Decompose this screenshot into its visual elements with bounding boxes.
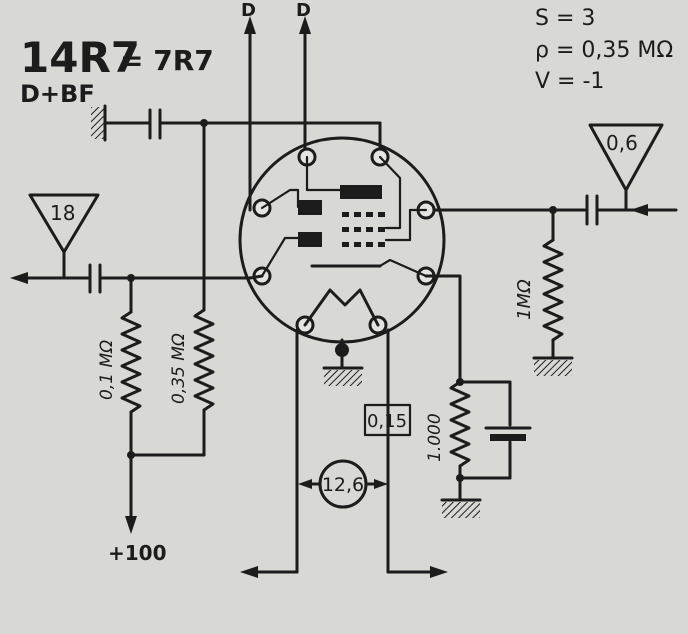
diode-output-2: D (296, 0, 311, 157)
r-0-35m-label: 0,35 MΩ (169, 333, 189, 404)
heater-leads (240, 328, 448, 578)
diode-label-2: D (296, 0, 311, 21)
tube-function: D+BF (20, 80, 95, 108)
cathode-network: 1.000 (424, 274, 532, 518)
resistor-0-35m: 0,35 MΩ (169, 308, 215, 457)
spec-rho: ρ = 0,35 MΩ (535, 38, 673, 63)
tube-envelope (238, 136, 446, 357)
heater-voltage-label: 12,6 (322, 474, 364, 496)
top-left-ground (91, 104, 382, 152)
spec-v: V = -1 (535, 69, 604, 94)
diode-output-1: D (241, 0, 256, 212)
heater-voltage-badge: 12,6 (318, 459, 368, 509)
tube-ground (322, 353, 364, 386)
r-0-1m-label: 0,1 MΩ (97, 340, 117, 400)
r-cathode-label: 1.000 (425, 413, 445, 462)
heater-current-badge: 0,15 (363, 403, 412, 437)
r-1m-label: 1MΩ (514, 279, 535, 320)
input-gain-label: 18 (50, 201, 75, 225)
output-section: 0,6 1MΩ (432, 123, 678, 376)
resistor-0-1m: 0,1 MΩ (97, 310, 142, 457)
tube-equivalent: = 7R7 (120, 44, 214, 77)
tube-type-title: 14R7 (20, 33, 140, 82)
output-gain-label: 0,6 (606, 131, 638, 155)
supply-label: +100 (108, 541, 167, 565)
heater-current-label: 0,15 (367, 411, 407, 432)
diode-label-1: D (241, 0, 256, 21)
input-section: 18 (10, 121, 264, 314)
spec-s: S = 3 (535, 6, 595, 31)
supply-line: +100 (108, 451, 206, 565)
